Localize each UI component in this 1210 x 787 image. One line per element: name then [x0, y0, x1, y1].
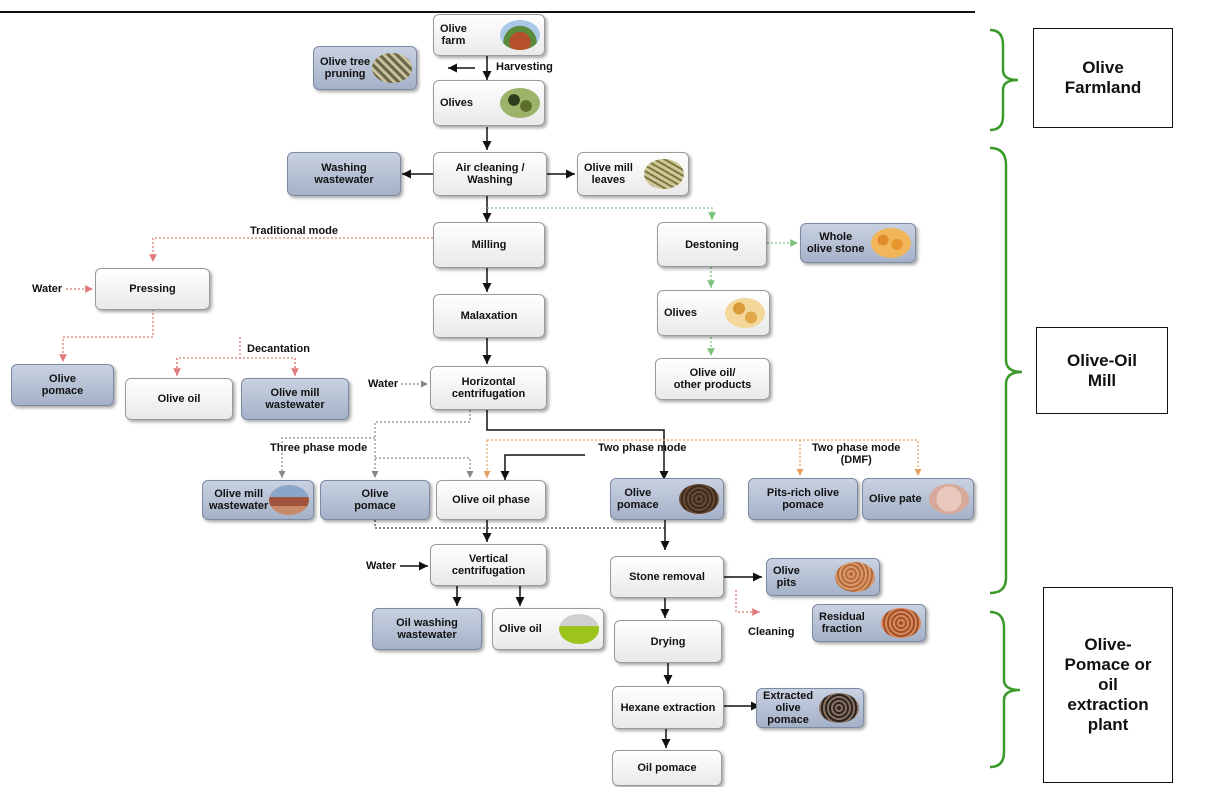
box-olive-oil-vertical: Olive oil [492, 608, 604, 650]
top-rule [0, 11, 975, 13]
box-olive-oil-phase: Olive oil phase [436, 480, 546, 520]
box-olives-top: Olives [433, 80, 545, 126]
box-olive-oil-other-products: Olive oil/ other products [655, 358, 770, 400]
label-traditional-mode: Traditional mode [250, 225, 339, 237]
box-olives-top-label: Olives [440, 97, 474, 109]
box-olive-mill-wastewater-mid-label: Olive mill wastewater [209, 488, 269, 512]
box-washing-wastewater-label: Washing wastewater [314, 162, 374, 186]
box-vertical-centrifugation: Vertical centrifugation [430, 544, 547, 586]
label-two-phase-mode-dmf: Two phase mode (DMF) [812, 442, 901, 466]
box-whole-olive-stone-label: Whole olive stone [807, 231, 865, 255]
olive-oil-photo-icon [559, 614, 599, 644]
box-oil-washing-wastewater-label: Oil washing wastewater [396, 617, 458, 641]
box-olive-oil-other-products-label: Olive oil/ other products [673, 367, 752, 391]
box-horizontal-centrifugation-label: Horizontal centrifugation [451, 376, 526, 400]
pruning-photo-icon [372, 53, 412, 83]
box-olive-tree-pruning: Olive tree pruning [313, 46, 417, 90]
box-air-cleaning: Air cleaning / Washing [433, 152, 547, 196]
box-destoning-label: Destoning [685, 238, 739, 251]
box-olive-mill-wastewater-left: Olive mill wastewater [241, 378, 349, 420]
pits-photo-icon [835, 562, 875, 592]
stones-photo-icon [871, 228, 911, 258]
box-olive-pomace-left-label: Olive pomace [41, 373, 84, 397]
residual-photo-icon [881, 608, 921, 638]
box-milling-label: Milling [471, 239, 507, 251]
label-harvesting: Harvesting [496, 61, 553, 73]
box-pressing: Pressing [95, 268, 210, 310]
label-two-phase-mode: Two phase mode [598, 442, 687, 454]
box-oil-washing-wastewater: Oil washing wastewater [372, 608, 482, 650]
box-olive-oil-phase-label: Olive oil phase [452, 494, 530, 506]
box-olives-destoned: Olives [657, 290, 770, 336]
box-stone-removal-label: Stone removal [629, 571, 705, 583]
box-hexane-extraction: Hexane extraction [612, 686, 724, 729]
box-olive-farm-label: Olive farm [440, 23, 467, 47]
box-extracted-olive-pomace: Extracted olive pomace [756, 688, 864, 728]
box-drying-label: Drying [650, 635, 686, 648]
olives-photo-icon [500, 88, 540, 118]
extracted-pomace-photo-icon [819, 693, 859, 723]
box-olive-pate: Olive pate [862, 478, 974, 520]
box-olive-oil-left-label: Olive oil [157, 393, 201, 405]
box-olive-mill-wastewater-left-label: Olive mill wastewater [265, 387, 325, 411]
box-malaxation-label: Malaxation [460, 310, 518, 322]
region-olive-oil-mill: Olive-Oil Mill [1036, 327, 1168, 414]
region-pomace-extraction-plant: Olive- Pomace or oil extraction plant [1043, 587, 1173, 783]
box-residual-fraction-label: Residual fraction [819, 611, 865, 635]
pate-photo-icon [929, 484, 969, 514]
wastewater-photo-icon [269, 485, 309, 515]
box-milling: Milling [433, 222, 545, 268]
box-oil-pomace: Oil pomace [612, 750, 722, 786]
label-water-horizontal: Water [368, 378, 399, 390]
box-hexane-extraction-label: Hexane extraction [620, 701, 716, 714]
box-olive-pomace-two: Olive pomace [610, 478, 724, 520]
pomace-photo-icon [679, 484, 719, 514]
box-olive-mill-wastewater-mid: Olive mill wastewater [202, 480, 314, 520]
box-olive-oil-vertical-label: Olive oil [499, 623, 542, 635]
box-olive-pomace-three-label: Olive pomace [354, 488, 396, 512]
box-pressing-label: Pressing [129, 283, 176, 295]
box-olives-destoned-label: Olives [664, 307, 698, 319]
box-horizontal-centrifugation: Horizontal centrifugation [430, 366, 547, 410]
box-olive-pomace-two-label: Olive pomace [617, 487, 659, 511]
box-olive-tree-pruning-label: Olive tree pruning [320, 56, 371, 80]
box-destoning: Destoning [657, 222, 767, 267]
box-drying: Drying [614, 620, 722, 663]
label-cleaning: Cleaning [748, 626, 795, 638]
box-olive-mill-leaves-label: Olive mill leaves [584, 162, 633, 186]
olives-destoned-photo-icon [725, 298, 765, 328]
box-olive-pits: Olive pits [766, 558, 880, 596]
box-oil-pomace-label: Oil pomace [637, 762, 697, 774]
box-olive-oil-left: Olive oil [125, 378, 233, 420]
label-water-pressing: Water [32, 283, 63, 295]
farm-photo-icon [500, 20, 540, 50]
box-olive-pomace-left: Olive pomace [11, 364, 114, 406]
region-olive-farmland: Olive Farmland [1033, 28, 1173, 128]
box-washing-wastewater: Washing wastewater [287, 152, 401, 196]
label-water-vertical: Water [366, 560, 397, 572]
label-decantation: Decantation [247, 343, 310, 355]
box-olive-pate-label: Olive pate [869, 493, 922, 505]
box-pits-rich-olive-pomace: Pits-rich olive pomace [748, 478, 858, 520]
box-pits-rich-olive-pomace-label: Pits-rich olive pomace [766, 487, 840, 511]
box-olive-mill-leaves: Olive mill leaves [577, 152, 689, 196]
box-olive-pomace-three: Olive pomace [320, 480, 430, 520]
box-stone-removal: Stone removal [610, 556, 724, 598]
box-vertical-centrifugation-label: Vertical centrifugation [451, 553, 526, 577]
box-olive-pits-label: Olive pits [773, 565, 800, 589]
label-three-phase-mode: Three phase mode [270, 442, 368, 454]
box-residual-fraction: Residual fraction [812, 604, 926, 642]
leaves-photo-icon [644, 159, 684, 189]
box-olive-farm: Olive farm [433, 14, 545, 56]
box-whole-olive-stone: Whole olive stone [800, 223, 916, 263]
box-air-cleaning-label: Air cleaning / Washing [455, 162, 525, 186]
box-extracted-olive-pomace-label: Extracted olive pomace [763, 690, 814, 726]
box-malaxation: Malaxation [433, 294, 545, 338]
